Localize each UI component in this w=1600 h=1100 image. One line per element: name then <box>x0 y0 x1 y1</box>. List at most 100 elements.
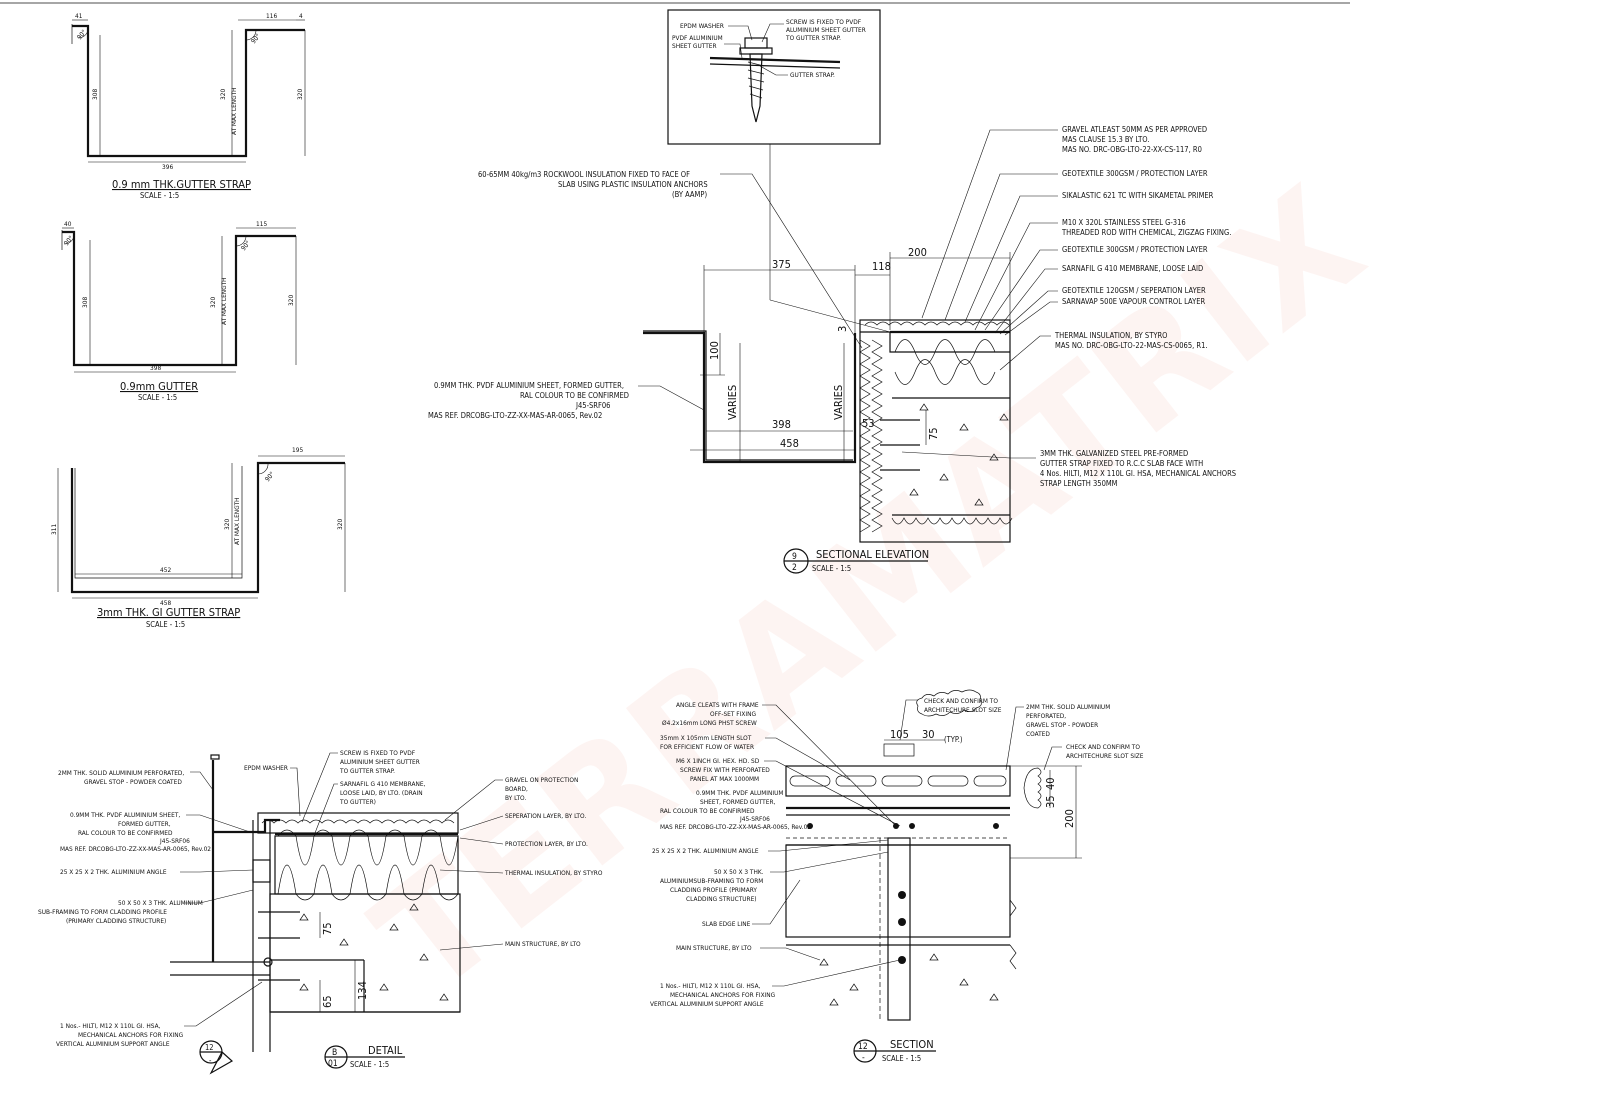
detail-note-sarnafil-1: SARNAFIL G 410 MEMBRANE, <box>340 780 426 788</box>
strap3-scale: SCALE - 1:5 <box>146 620 185 629</box>
detail-note-gravel-board-2: BOARD, <box>505 785 528 793</box>
detail-drawing: 75 65 134 2MM THK. SOLID ALUMINIUM PERFO… <box>38 749 603 1075</box>
elev-rockwool-note-1: 60-65MM 40kg/m3 ROCKWOOL INSULATION FIXE… <box>478 170 690 179</box>
strap3-angle-right: 90° <box>263 470 276 483</box>
strap1-dim-mid: 320 <box>219 89 227 100</box>
elev-rockwool-note-2: SLAB USING PLASTIC INSULATION ANCHORS <box>558 180 708 189</box>
strap1-scale: SCALE - 1:5 <box>140 191 179 200</box>
gutter-dim-bottom: 398 <box>150 364 161 372</box>
section-note-pvdf-1: 0.9MM THK. PVDF ALUMINIUM <box>696 789 783 797</box>
elev-note-threaded-rod-1: M10 X 320L STAINLESS STEEL G-316 <box>1062 218 1186 227</box>
section-note-m6-1: M6 X 1INCH GI. HEX. HD. SD <box>676 757 760 765</box>
detail-scale: SCALE - 1:5 <box>350 1060 389 1069</box>
section-scale: SCALE - 1:5 <box>882 1054 921 1063</box>
detail-note-angle: 25 X 25 X 2 THK. ALUMINIUM ANGLE <box>60 868 167 876</box>
elev-note-gravel-3: MAS NO. DRC-OBG-LTO-22-XX-CS-117, R0 <box>1062 145 1202 154</box>
elev-note-threaded-rod-2: THREADED ROD WITH CHEMICAL, ZIGZAG FIXIN… <box>1061 228 1231 237</box>
elev-tag-sheet: 2 <box>792 563 797 573</box>
section-gravel-stop-1: 2MM THK. SOLID ALUMINIUM <box>1026 703 1110 711</box>
elev-dim-varies-2: VARIES <box>832 385 845 420</box>
detail-note-subframe-3: (PRIMARY CLADDING STRUCTURE) <box>66 917 166 925</box>
sectional-elevation-drawing: EPDM WASHER PVDF ALUMINIUM SHEET GUTTER … <box>428 9 1236 574</box>
section-tag-num: 12 <box>858 1042 868 1052</box>
elev-dim-3: 3 <box>836 326 849 332</box>
gutter-dim-left: 308 <box>81 297 89 308</box>
section-note-pvdf-4: J45-SRF06 <box>739 815 770 823</box>
detail-marker-num: 12 <box>205 1043 214 1052</box>
section-dim-40: 40 <box>1044 777 1057 790</box>
section-note-main-structure: MAIN STRUCTURE, BY LTO <box>676 944 752 952</box>
inset-screw-label-3: TO GUTTER STRAP. <box>785 34 841 42</box>
section-note-angle: 25 X 25 X 2 THK. ALUMINIUM ANGLE <box>652 847 759 855</box>
detail-note-pvdf-5: MAS REF. DRCOBG-LTO-ZZ-XX-MAS-AR-0065, R… <box>60 845 211 853</box>
section-note-slot-1: 35mm X 105mm LENGTH SLOT <box>660 734 752 742</box>
elev-note-strap-3: 4 Nos. HILTI, M12 X 110L GI. HSA, MECHAN… <box>1040 469 1236 478</box>
strap3-dim-mid: 320 <box>223 519 231 530</box>
elev-dim-100: 100 <box>708 341 721 360</box>
watermark: TERRAMATRIX <box>345 156 1394 1029</box>
detail-tag-sheet: 01 <box>328 1059 338 1069</box>
detail-title: DETAIL <box>368 1044 403 1057</box>
strap1-dim-lip: 4 <box>299 12 303 20</box>
strap1-dim-top-right: 116 <box>266 12 277 20</box>
section-gravel-stop-2: PERFORATED, <box>1026 712 1066 720</box>
section-dim-35: 35 <box>1044 795 1057 808</box>
elev-dim-118: 118 <box>872 260 891 273</box>
section-note-pvdf-5: MAS REF. DRCOBG-LTO-ZZ-XX-MAS-AR-0065, R… <box>660 823 811 831</box>
inset-screw-label-1: SCREW IS FIXED TO PVDF <box>786 18 862 26</box>
section-note-cleats-3: Ø4.2x16mm LONG PHST SCREW <box>662 719 757 727</box>
elev-note-thermal-2: MAS NO. DRC-OBG-LTO-22-MAS-CS-0065, R1. <box>1055 341 1208 350</box>
section-drawing: 105 30 (TYP.) 35 40 200 ANGLE CLEATS WIT… <box>650 689 1144 1063</box>
section-gravel-stop-4: COATED <box>1026 730 1050 738</box>
gutter-drawing: 40 115 90° 90° 308 320 AT MAX LENGTH 320… <box>61 220 297 402</box>
strap3-dim-inner: 452 <box>160 566 171 574</box>
gutter-scale: SCALE - 1:5 <box>138 393 177 402</box>
detail-note-gravel-stop-2: GRAVEL STOP - POWDER COATED <box>84 778 182 786</box>
elev-gutter-note-2: RAL COLOUR TO BE CONFIRMED <box>520 391 629 400</box>
strap3-dim-right: 320 <box>336 519 344 530</box>
elev-note-sikalastic: SIKALASTIC 621 TC WITH SIKAMETAL PRIMER <box>1062 191 1214 200</box>
detail-note-protection: PROTECTION LAYER, BY LTO. <box>505 840 588 848</box>
elev-note-geotextile-3: GEOTEXTILE 120GSM / SEPERATION LAYER <box>1062 286 1206 295</box>
section-note-subframe-3: CLADDING PROFILE (PRIMARY <box>670 886 757 894</box>
elev-dim-375: 375 <box>772 258 791 271</box>
strap1-dim-top-left: 41 <box>75 12 83 20</box>
section-note-m6-3: PANEL AT MAX 1000MM <box>690 775 759 783</box>
gutter-dim-right: 320 <box>287 295 295 306</box>
elev-dim-398: 398 <box>772 418 791 431</box>
detail-note-pvdf-2: FORMED GUTTER, <box>118 820 171 828</box>
inset-strap-label: GUTTER STRAP. <box>790 71 835 79</box>
section-note-hilti-1: 1 Nos.- HILTI, M12 X 110L GI. HSA, <box>660 982 761 990</box>
detail-dim-75: 75 <box>321 922 334 935</box>
elev-note-geotextile-1: GEOTEXTILE 300GSM / PROTECTION LAYER <box>1062 169 1208 178</box>
detail-note-screw-3: TO GUTTER STRAP. <box>339 767 395 775</box>
detail-note-hilti-2: MECHANICAL ANCHORS FOR FIXING <box>78 1031 184 1039</box>
detail-note-screw-1: SCREW IS FIXED TO PVDF <box>340 749 416 757</box>
elev-scale: SCALE - 1:5 <box>812 564 851 573</box>
gutter-dim-top-left: 40 <box>64 220 72 228</box>
section-note-subframe-2: ALUMINIUMSUB-FRAMING TO FORM <box>660 877 763 885</box>
elev-dim-458: 458 <box>780 437 799 450</box>
strap1-dim-left: 308 <box>91 89 99 100</box>
detail-dim-134: 134 <box>356 981 369 1000</box>
section-note-hilti-3: VERTICAL ALUMINIUM SUPPORT ANGLE <box>650 1000 764 1008</box>
strap1-dim-mid-note: AT MAX LENGTH <box>230 88 238 135</box>
elev-dim-200: 200 <box>908 246 927 259</box>
elev-note-gravel-1: GRAVEL ATLEAST 50MM AS PER APPROVED <box>1062 125 1207 134</box>
section-note-hilti-2: MECHANICAL ANCHORS FOR FIXING <box>670 991 776 999</box>
screw-inset: EPDM WASHER PVDF ALUMINIUM SHEET GUTTER … <box>672 18 866 123</box>
elev-note-sarnafil: SARNAFIL G 410 MEMBRANE, LOOSE LAID <box>1062 264 1203 273</box>
elev-note-thermal-1: THERMAL INSULATION, BY STYRO <box>1054 331 1167 340</box>
section-note-slot-2: FOR EFFICIENT FLOW OF WATER <box>660 743 754 751</box>
strap1-dim-right: 320 <box>296 89 304 100</box>
section-gravel-stop-3: GRAVEL STOP - POWDER <box>1026 721 1098 729</box>
section-note-subframe-4: CLADDING STRUCTURE) <box>686 895 757 903</box>
strap1-dim-bottom: 396 <box>162 163 173 171</box>
strap1-angle-right: 90° <box>249 32 262 45</box>
gi-strap-drawing: 195 90° 311 320 AT MAX LENGTH 320 452 45… <box>50 446 346 629</box>
elev-note-geotextile-2: GEOTEXTILE 300GSM / PROTECTION LAYER <box>1062 245 1208 254</box>
detail-note-gravel-board-3: BY LTO. <box>505 794 526 802</box>
gutter-title: 0.9mm GUTTER <box>120 380 198 393</box>
detail-note-thermal: THERMAL INSULATION, BY STYRO <box>504 869 603 877</box>
section-tag-sheet: - <box>862 1053 865 1063</box>
